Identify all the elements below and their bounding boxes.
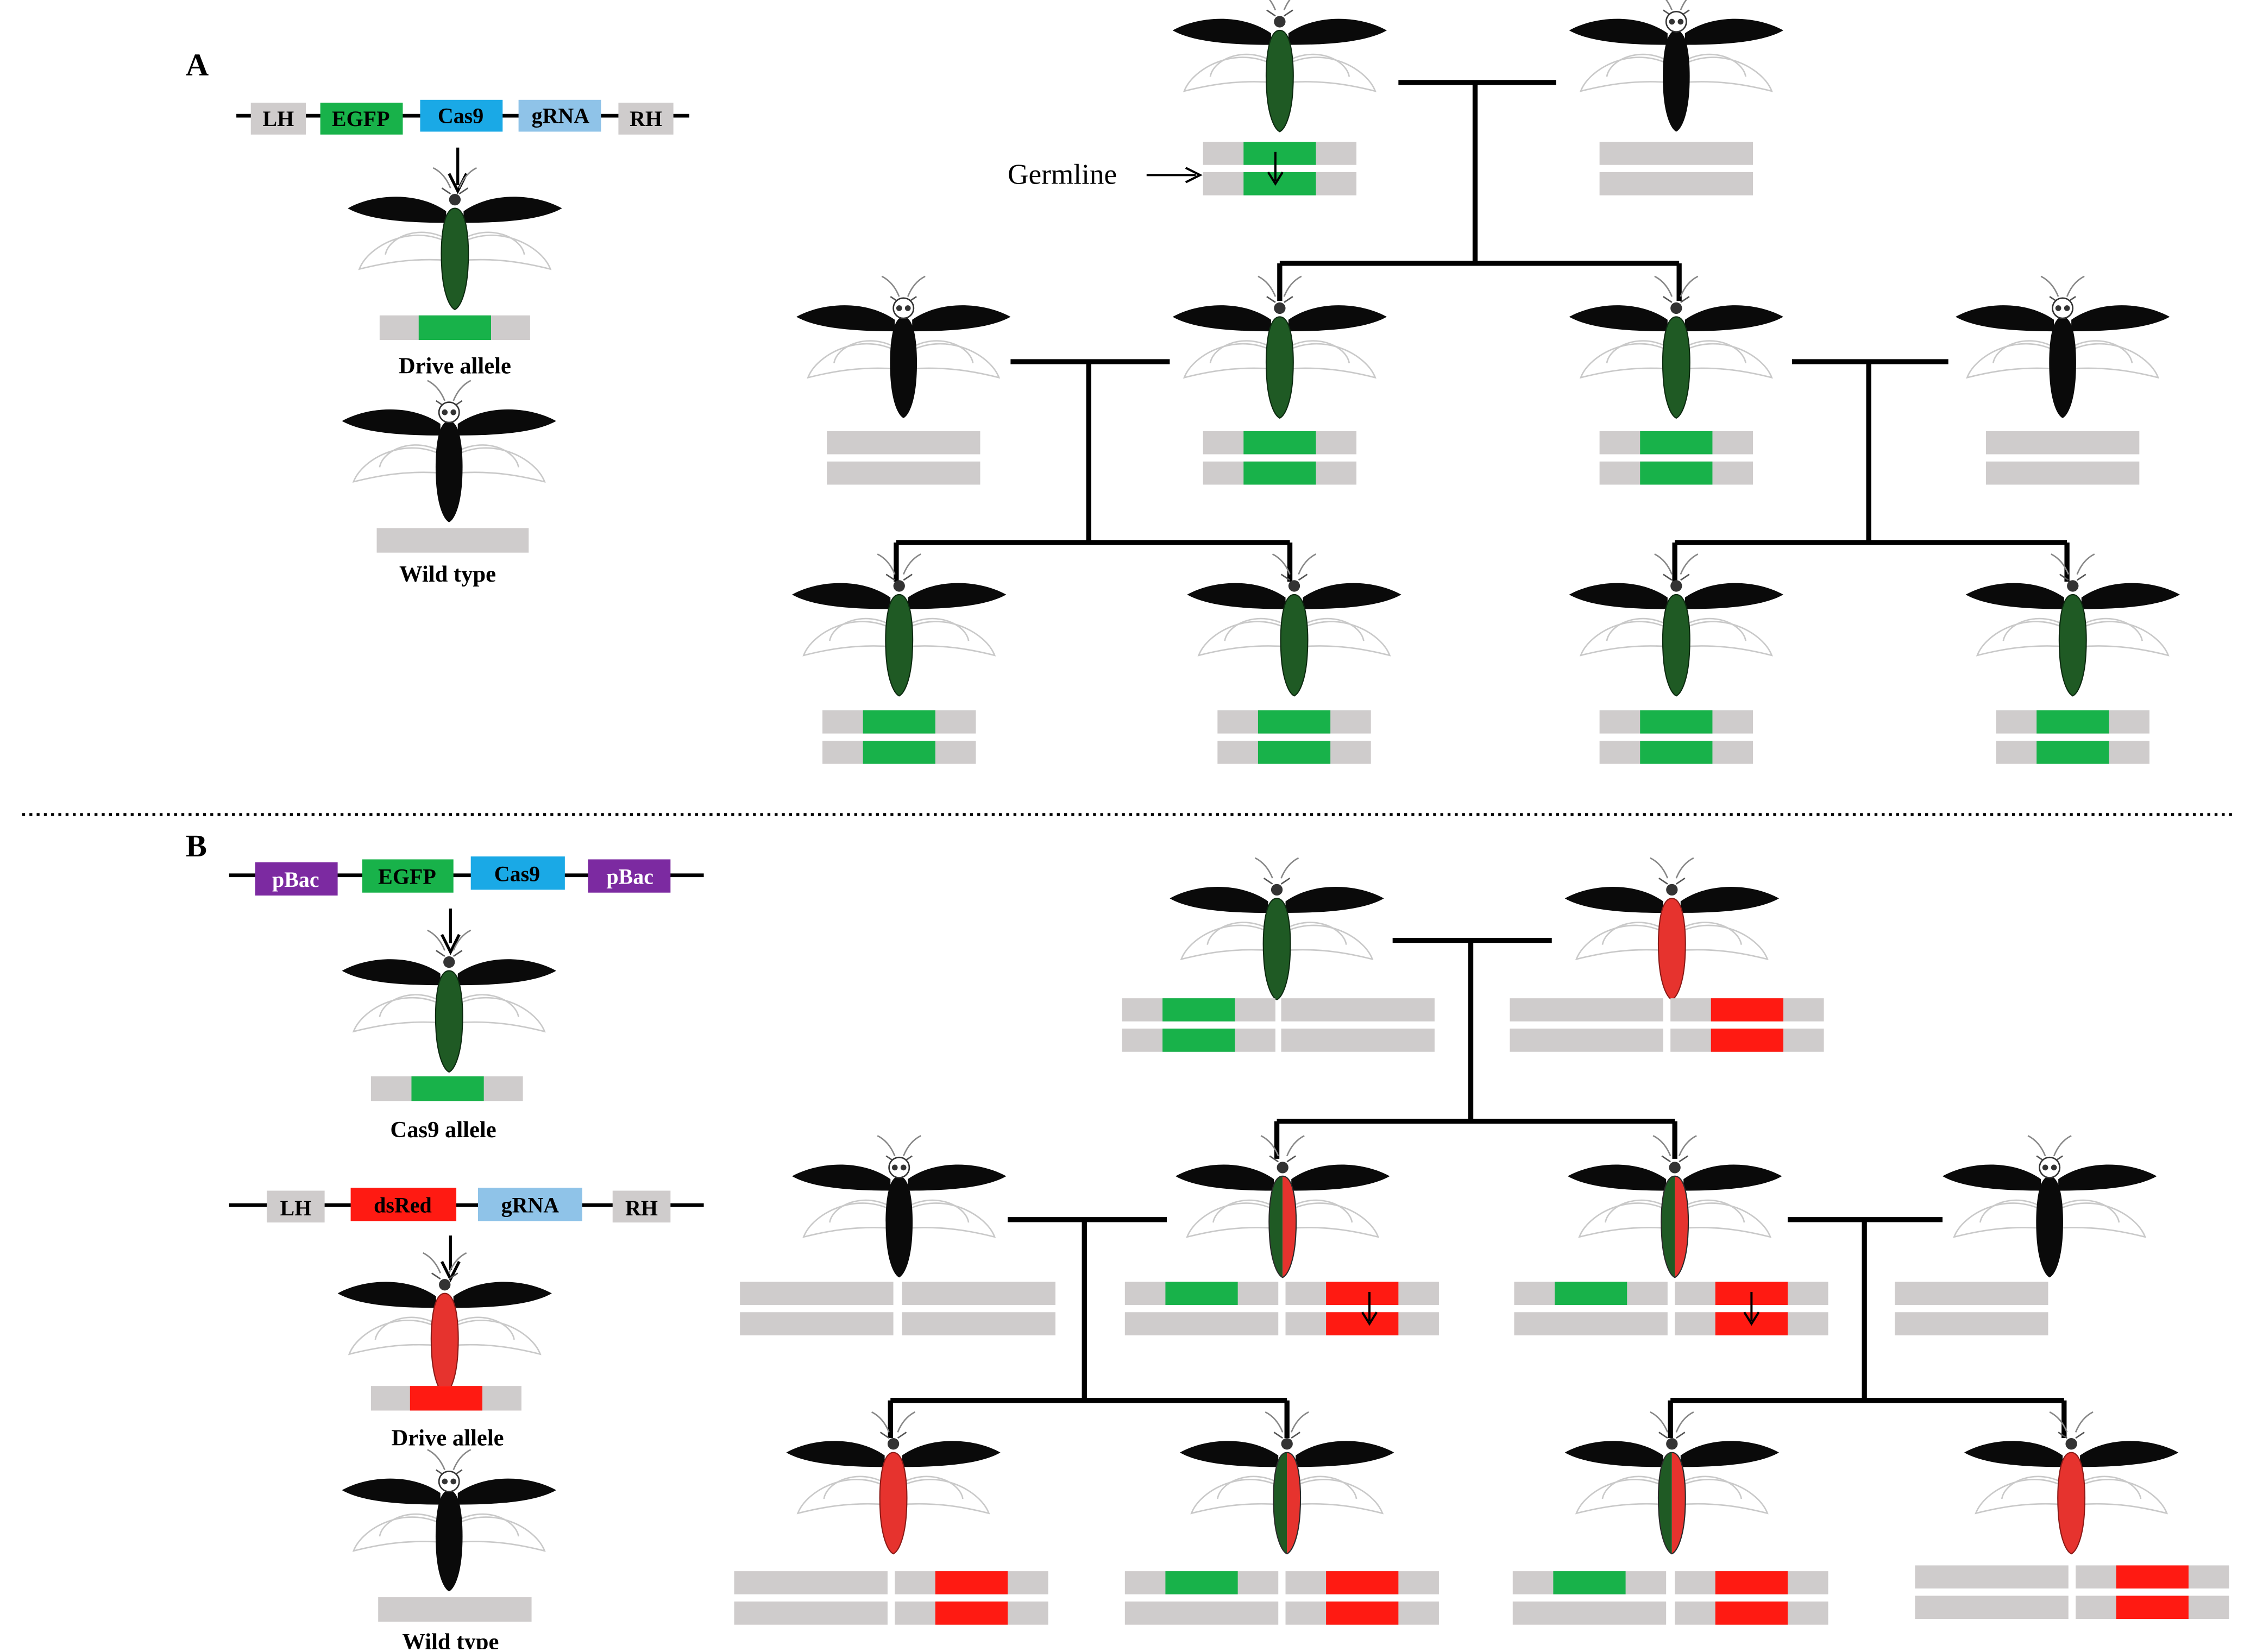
chromosomes-a-f1-drive-left [1203, 431, 1357, 485]
chromosomes-b-p2 [1510, 998, 1824, 1052]
fly-b-f2-4 [1964, 1412, 2178, 1554]
chromosomes-a-f2-2 [1217, 710, 1371, 764]
chromosomes-a-f2-3 [1599, 710, 1753, 764]
fly-drive-legend [348, 168, 562, 310]
legend-a-wild: Wild type [399, 562, 496, 587]
chromosomes-b-f2-1 [734, 1571, 1048, 1625]
panel-b-label: B [186, 828, 207, 863]
fly-a-f2-1 [792, 554, 1006, 696]
construct-b1-cas9: Cas9 [494, 861, 540, 886]
chromosomes-b-f1-hybrid-left [1124, 1282, 1439, 1335]
chromosomes-b-f1-hybrid-right [1514, 1282, 1828, 1335]
chromosomes-a-p2 [1599, 142, 1753, 196]
panel-b-pedigree-lines [888, 937, 2067, 1439]
germline-pointer [1146, 167, 1203, 184]
construct-a-rh: RH [630, 106, 662, 131]
panel-b-construct-cas9: pBac EGFP Cas9 pBac [229, 856, 704, 955]
construct-a-grna: gRNA [532, 103, 590, 128]
fly-b-p1 [1170, 858, 1384, 1000]
chromosomes-a-f1-drive-right [1599, 431, 1753, 485]
chromosomes-a-p1 [1203, 142, 1357, 196]
fly-a-f1-drive-right [1569, 276, 1783, 418]
fly-wild-legend-b [342, 1449, 556, 1591]
panel-a-legend: Drive allele Wild type [342, 168, 562, 587]
chromosomes-a-f2-1 [822, 710, 976, 764]
legend-b-cas9: Cas9 allele [390, 1117, 496, 1143]
panel-b-construct-drive: LH dsRed gRNA RH [229, 1188, 704, 1282]
fly-b-f1-hybrid-left [1176, 1136, 1390, 1277]
panel-a: A LH EGFP Cas9 gRNA RH Drive allele Wild [186, 0, 2180, 764]
chromosomes-b-f1-wt-right [1895, 1282, 2048, 1335]
fly-a-p1 [1173, 0, 1387, 131]
chromosomes-b-f2-3 [1512, 1571, 1828, 1625]
fly-a-f1-wt-left [796, 276, 1010, 418]
fly-b-p2 [1565, 858, 1779, 1000]
fly-b-f1-wt-left [792, 1136, 1006, 1277]
construct-b1-egfp: EGFP [378, 865, 436, 889]
germline-label: Germline [1008, 158, 1117, 190]
fly-a-f1-wt-right [1956, 276, 2170, 418]
construct-a-lh: LH [263, 106, 294, 131]
legend-b-wild: Wild type [402, 1629, 499, 1649]
construct-a-cas9: Cas9 [438, 103, 483, 128]
fly-b-f1-wt-right [1943, 1136, 2157, 1277]
construct-b1-pbac-left: pBac [272, 867, 319, 892]
fly-a-p2 [1569, 0, 1783, 131]
chromosomes-b-p1 [1122, 998, 1435, 1052]
legend-b-drive: Drive allele [392, 1425, 504, 1451]
construct-a-egfp: EGFP [332, 106, 390, 131]
chromosomes-b-f2-2 [1124, 1571, 1439, 1625]
fly-drive-legend-b [338, 1253, 552, 1395]
construct-b1-pbac-right: pBac [606, 865, 653, 889]
legend-a-drive: Drive allele [399, 353, 511, 379]
fly-a-f2-4 [1966, 554, 2180, 696]
panel-a-label: A [186, 47, 209, 83]
panel-a-construct: LH EGFP Cas9 gRNA RH [236, 99, 689, 194]
chromosomes-a-f1-wt-left [827, 431, 980, 485]
construct-b2-lh: LH [280, 1196, 311, 1220]
panel-b: B pBac EGFP Cas9 pBac Cas9 allele LH [186, 828, 2229, 1652]
chromosomes-b-f2-4 [1915, 1565, 2229, 1619]
construct-b2-grna: gRNA [501, 1193, 560, 1217]
fly-wild-legend [342, 381, 556, 522]
construct-b2-dsred: dsRed [374, 1193, 432, 1217]
germline-arrow-a [1267, 152, 1284, 186]
construct-b2-rh: RH [625, 1196, 658, 1220]
chromosomes-b-f1-wt-left [740, 1282, 1055, 1335]
chromosomes-a-f2-4 [1996, 710, 2149, 764]
fly-b-f2-1 [786, 1412, 1000, 1554]
panel-a-pedigree-lines [894, 80, 2070, 582]
chromosomes-a-f1-wt-right [1985, 431, 2140, 485]
fly-a-f2-2 [1187, 554, 1401, 696]
